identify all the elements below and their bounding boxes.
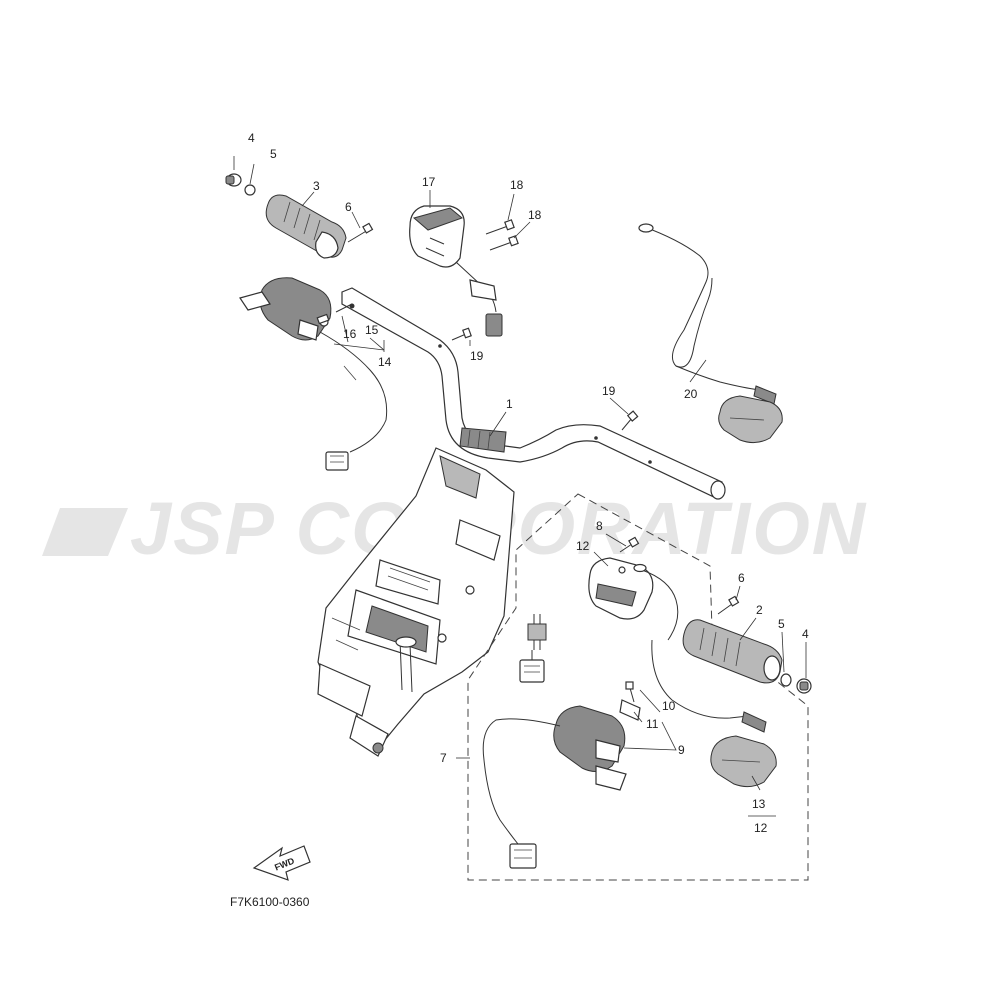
callout-14: 14 bbox=[378, 355, 392, 369]
screw-right-grip bbox=[717, 595, 740, 615]
callout-12: 12 bbox=[754, 821, 768, 835]
screws-18 bbox=[485, 219, 519, 251]
right-grip bbox=[682, 619, 783, 684]
master-cylinder bbox=[409, 205, 503, 337]
screw-left-grip bbox=[347, 222, 374, 243]
right-switch-upper bbox=[588, 557, 679, 641]
callout-4: 4 bbox=[802, 627, 809, 641]
callout-17: 17 bbox=[422, 175, 436, 189]
fwd-arrow-icon: FWD bbox=[252, 845, 311, 881]
screw-19-upper bbox=[451, 327, 472, 341]
bracket-10-11 bbox=[619, 681, 641, 721]
callout-19: 19 bbox=[602, 384, 616, 398]
callout-11: 11 bbox=[646, 717, 659, 731]
callout-18: 18 bbox=[510, 178, 524, 192]
callout-5: 5 bbox=[270, 147, 277, 161]
callout-4: 4 bbox=[248, 131, 255, 145]
callout-9: 9 bbox=[678, 743, 685, 757]
callout-3: 3 bbox=[313, 179, 320, 193]
harness-connector-upper bbox=[519, 614, 547, 683]
watermark-logo-mark bbox=[42, 508, 128, 556]
right-lever-assembly bbox=[482, 705, 627, 869]
callout-8: 8 bbox=[596, 519, 603, 533]
callout-2: 2 bbox=[756, 603, 763, 617]
callout-5: 5 bbox=[778, 617, 785, 631]
leader-lines bbox=[233, 156, 807, 817]
callout-13: 13 bbox=[752, 797, 766, 811]
screw-19-right bbox=[621, 410, 639, 431]
throttle-housing bbox=[651, 639, 777, 788]
assembly-7-boundary bbox=[467, 493, 809, 881]
frame-assembly bbox=[317, 447, 515, 757]
callout-20: 20 bbox=[684, 387, 698, 401]
callouts: 4 5 3 6 17 18 18 16 15 14 19 1 19 20 8 1… bbox=[248, 131, 809, 835]
callout-19: 19 bbox=[470, 349, 484, 363]
callout-18: 18 bbox=[528, 208, 542, 222]
callout-12: 12 bbox=[576, 539, 590, 553]
callout-6: 6 bbox=[738, 571, 745, 585]
left-bar-end bbox=[225, 173, 256, 196]
screw-8 bbox=[619, 536, 640, 553]
figure-code: F7K6100-0360 bbox=[230, 895, 310, 909]
right-bar-end bbox=[780, 673, 812, 694]
throttle-cable bbox=[638, 223, 783, 444]
left-grip bbox=[265, 194, 347, 259]
handlebar bbox=[341, 287, 726, 500]
callout-1: 1 bbox=[506, 397, 513, 411]
callout-15: 15 bbox=[365, 323, 379, 337]
left-switch-assembly bbox=[239, 277, 388, 471]
callout-7: 7 bbox=[440, 751, 447, 765]
callout-10: 10 bbox=[662, 699, 676, 713]
callout-6: 6 bbox=[345, 200, 352, 214]
callout-16: 16 bbox=[343, 327, 357, 341]
